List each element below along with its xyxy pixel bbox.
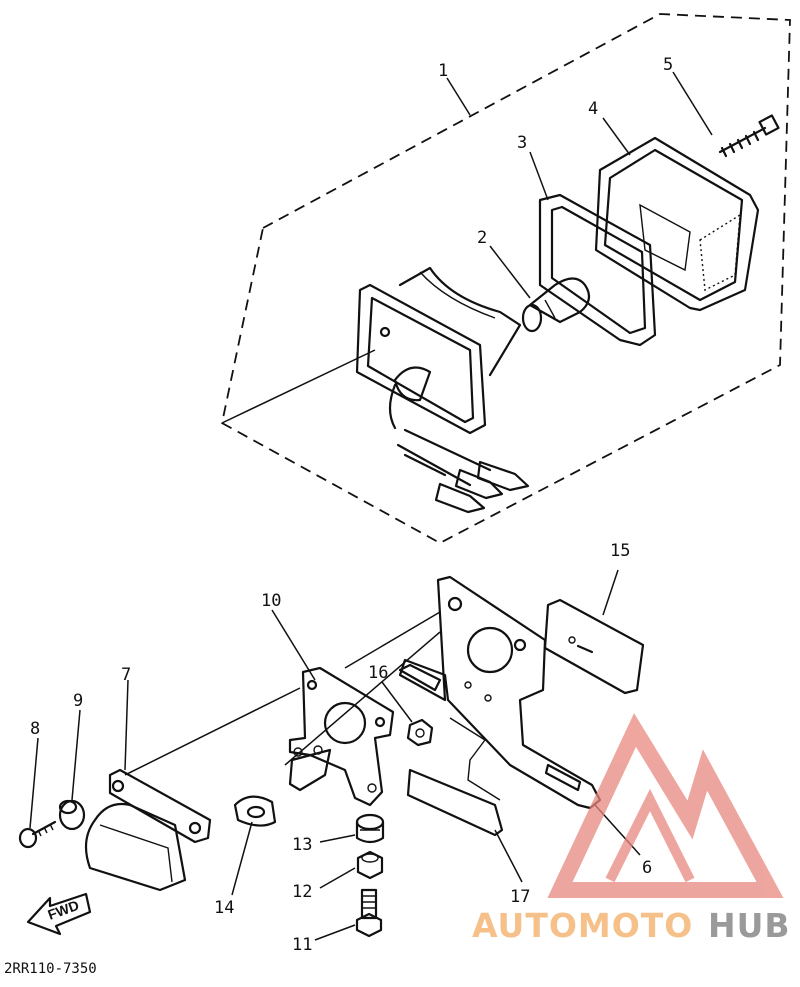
callout-8: 8 xyxy=(30,719,40,739)
watermark-text-part1: AUTOMOTO xyxy=(472,906,693,945)
watermark-text: AUTOMOTO HUB xyxy=(472,906,791,945)
callout-6: 6 xyxy=(642,858,652,878)
callout-16: 16 xyxy=(368,663,388,683)
callout-13: 13 xyxy=(292,835,312,855)
callout-4: 4 xyxy=(588,99,598,119)
callout-labels: 1 2 3 4 5 6 7 8 9 10 11 12 13 14 15 16 1… xyxy=(30,55,673,955)
part-damper-13 xyxy=(355,813,385,844)
assembly-boundary xyxy=(220,13,791,545)
callout-11: 11 xyxy=(292,935,312,955)
watermark-text-part2: HUB xyxy=(708,906,791,945)
part-bolt-8 xyxy=(18,820,57,849)
callout-9: 9 xyxy=(73,691,83,711)
callout-14: 14 xyxy=(214,898,234,918)
fwd-arrow: FWD xyxy=(26,892,92,936)
part-reflector-15 xyxy=(543,598,645,695)
callout-1: 1 xyxy=(438,61,448,81)
part-lens-4 xyxy=(594,136,760,312)
part-nut-16 xyxy=(406,718,434,747)
part-grommet-9 xyxy=(58,799,86,831)
callout-3: 3 xyxy=(517,133,527,153)
part-bracket-6 xyxy=(398,575,602,810)
part-strip-17 xyxy=(406,768,504,837)
callout-5: 5 xyxy=(663,55,673,75)
callout-2: 2 xyxy=(477,228,487,248)
part-bolt-11 xyxy=(355,888,383,938)
part-lamp-7 xyxy=(84,687,301,892)
part-plate-10 xyxy=(284,611,441,807)
part-nut-12 xyxy=(356,850,384,880)
watermark-logo xyxy=(547,713,784,898)
callout-10: 10 xyxy=(261,591,281,611)
callout-12: 12 xyxy=(292,882,312,902)
leader-lines xyxy=(29,71,713,941)
part-gasket-3 xyxy=(538,193,657,347)
part-bulb-2 xyxy=(521,277,591,333)
callout-17: 17 xyxy=(510,887,530,907)
part-grommet-14 xyxy=(233,795,277,827)
part-screw-5 xyxy=(718,114,780,158)
callout-15: 15 xyxy=(610,541,630,561)
callout-7: 7 xyxy=(121,665,131,685)
drawing-code: 2RR110-7350 xyxy=(4,961,97,977)
part-housing-1 xyxy=(221,266,530,514)
